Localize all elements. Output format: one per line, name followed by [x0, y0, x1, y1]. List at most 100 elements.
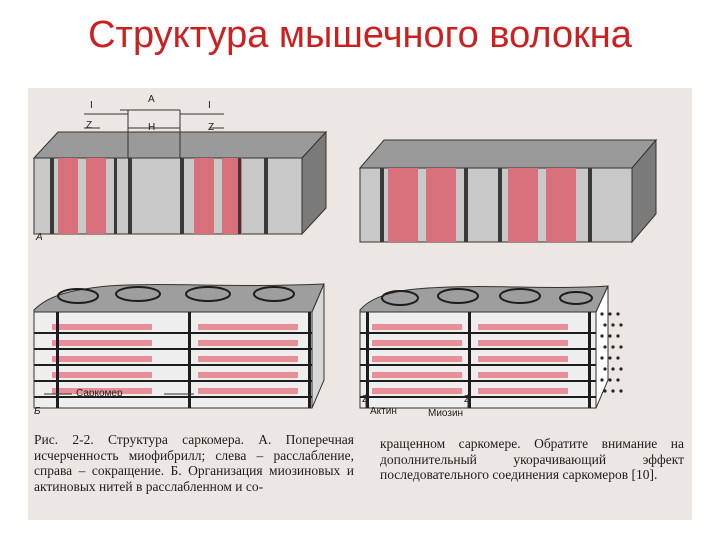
filament-cross-section [616, 334, 620, 338]
myosin-filament [52, 324, 152, 330]
filament-cross-section [600, 334, 604, 338]
z-line [366, 312, 369, 408]
z-line-label-2: Z [464, 394, 471, 405]
filament-cross-section [600, 312, 604, 316]
a-band [194, 158, 214, 234]
z-line-label-1: Z [362, 394, 369, 405]
actin-filament [34, 364, 312, 366]
a-band [426, 168, 456, 242]
sarcomere-figure [32, 109, 658, 409]
myosin-filament [52, 356, 152, 362]
myosin-filament [52, 372, 152, 378]
sarcomere-label: Саркомер [76, 388, 123, 399]
filament-cross-section [619, 345, 623, 349]
filament-cross-section [603, 367, 607, 371]
filament-cross-section [611, 389, 615, 393]
panel-a-label: А [36, 232, 43, 243]
z-line [498, 168, 502, 242]
z-line [464, 168, 468, 242]
actin-filament [360, 396, 596, 398]
myosin-filament [478, 324, 568, 330]
actin-filament [34, 348, 312, 350]
myosin-filament [478, 388, 568, 394]
z-line [588, 168, 592, 242]
myosin-filament [372, 372, 462, 378]
contracted-block [358, 138, 658, 244]
myosin-filament [198, 372, 298, 378]
band-label-i-left: I [90, 100, 93, 111]
band-label-z-left: Z [86, 120, 93, 131]
myosin-filament [198, 388, 298, 394]
myosin-filament [478, 372, 568, 378]
filament-cross-section [616, 312, 620, 316]
relaxed-filaments [33, 283, 325, 409]
actin-filament [360, 348, 596, 350]
panel-b-label: Б [34, 406, 41, 417]
band-label-i-right: I [208, 100, 211, 111]
filament-cross-section [603, 389, 607, 393]
myosin-filament [198, 356, 298, 362]
filament-cross-section [603, 345, 607, 349]
actin-filament [360, 332, 596, 334]
a-band [546, 168, 576, 242]
a-band [86, 158, 106, 234]
myosin-filament [372, 324, 462, 330]
myosin-filament [478, 340, 568, 346]
z-line [180, 158, 184, 234]
z-line [308, 312, 311, 408]
actin-filament [360, 380, 596, 382]
filament-cross-section [619, 367, 623, 371]
filament-cross-section [616, 356, 620, 360]
myosin-filament [372, 340, 462, 346]
band-label-z-right: Z [208, 122, 215, 133]
a-band [388, 168, 418, 242]
myosin-filament [198, 340, 298, 346]
actin-filament [34, 380, 312, 382]
relaxed-block [32, 130, 328, 236]
z-line [468, 312, 471, 408]
filament-cross-section [608, 312, 612, 316]
band-label-h: H [148, 122, 156, 133]
a-band [222, 158, 242, 234]
actin-filament [360, 364, 596, 366]
z-line [56, 312, 59, 408]
z-line [380, 168, 384, 242]
a-band [58, 158, 78, 234]
m-line [238, 158, 241, 234]
z-line [128, 158, 132, 234]
actin-filament [34, 396, 312, 398]
myosin-filament [52, 340, 152, 346]
m-line [114, 158, 117, 234]
filament-cross-section [611, 345, 615, 349]
filament-cross-section [619, 389, 623, 393]
filament-cross-section [616, 378, 620, 382]
myosin-filament [372, 388, 462, 394]
band-label-a: А [148, 94, 155, 105]
actin-filament [34, 332, 312, 334]
band-brackets [84, 109, 224, 158]
myosin-filament [478, 356, 568, 362]
z-line [264, 158, 268, 234]
filament-cross-section [600, 356, 604, 360]
a-band [508, 168, 538, 242]
filament-cross-section [619, 323, 623, 327]
filament-cross-section [603, 323, 607, 327]
filament-cross-section [608, 378, 612, 382]
myosin-filament [52, 388, 152, 394]
textbook-scan: I А I Z H Z А Саркомер Б Z Z Актин Миози… [28, 88, 692, 520]
z-line [588, 312, 591, 408]
caption-right: кращенном саркомере. Обратите внимание н… [380, 436, 684, 482]
myosin-filament [198, 324, 298, 330]
filament-cross-section [608, 334, 612, 338]
myosin-label: Миозин [428, 408, 464, 419]
filament-cross-section [600, 378, 604, 382]
filament-cross-section [608, 356, 612, 360]
z-line [50, 158, 54, 234]
caption-left: Рис. 2-2. Структура саркомера. А. Попере… [34, 432, 354, 494]
slide-title: Структура мышечного волокна [88, 14, 632, 56]
filament-cross-section [611, 323, 615, 327]
contracted-filaments [359, 285, 623, 409]
filament-cross-section [611, 367, 615, 371]
myosin-filament [372, 356, 462, 362]
z-line [188, 312, 191, 408]
